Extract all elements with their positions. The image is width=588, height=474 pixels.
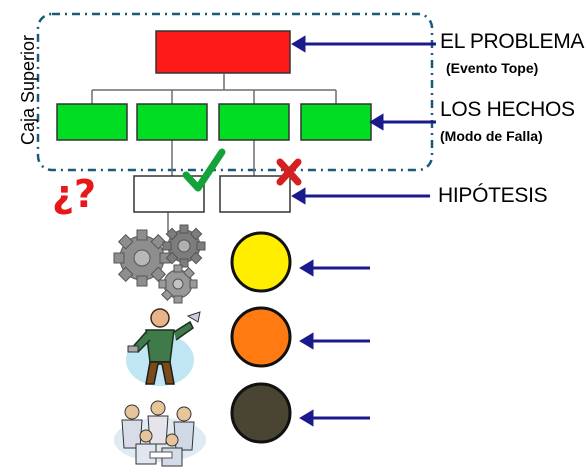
tree-connectors [91,74,337,232]
check-icon [182,148,226,192]
fact-box-4 [300,103,372,141]
problem-subtitle: (Evento Tope) [446,60,539,76]
team-icon [114,400,206,467]
problem-box [155,30,291,74]
arrows [291,35,436,427]
facts-subtitle: (Modo de Falla) [440,128,543,144]
worker-icon [126,308,201,386]
question-mark: ¿? [52,172,97,216]
problem-title: EL PROBLEMA [440,30,585,53]
cross-icon [276,158,302,186]
fact-box-3 [218,103,290,141]
facts-title: LOS HECHOS [440,98,575,121]
circle-dark [230,382,292,444]
circle-orange [230,306,292,368]
upper-box-region [36,12,434,172]
fact-box-2 [136,103,208,141]
fact-box-1 [56,103,128,141]
hypothesis-label: HIPÓTESIS [438,184,548,207]
circle-yellow [230,231,292,293]
region-label: Caja Superior [18,34,38,146]
gears-icon [113,224,206,304]
